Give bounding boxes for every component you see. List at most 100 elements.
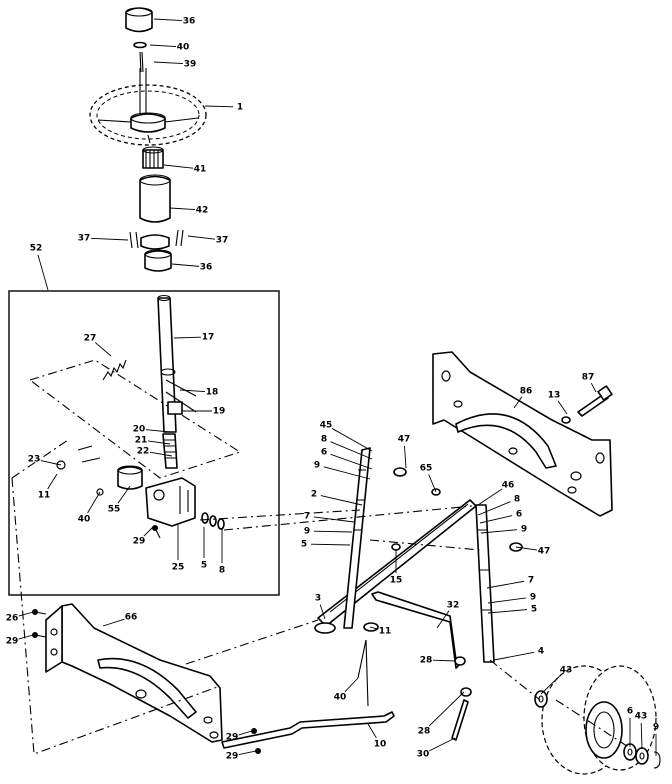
leader-40 [149, 44, 177, 48]
leader-lines [18, 18, 657, 756]
leader-32 [436, 610, 450, 629]
leader-9 [323, 466, 371, 480]
callout-30: 30 [417, 750, 430, 760]
callout-21: 21 [135, 436, 148, 446]
leader-1 [204, 105, 234, 108]
leader-42 [169, 207, 196, 211]
leader-11 [369, 626, 379, 630]
callout-2: 2 [311, 490, 317, 500]
steering-shaft-17 [157, 294, 178, 469]
leader-65 [428, 474, 437, 493]
leader-9 [480, 529, 518, 534]
callout-43: 43 [560, 666, 573, 676]
callout-6: 6 [321, 448, 327, 458]
tie-rod-10 [221, 711, 395, 749]
leader-45 [331, 428, 373, 452]
steering-wheel-1 [89, 68, 207, 146]
callout-42: 42 [196, 206, 209, 216]
leader-40 [87, 491, 101, 514]
callout-55: 55 [108, 505, 121, 515]
washers-5-8-box [201, 512, 225, 530]
plate-dashed-outline [28, 359, 242, 479]
callout-11: 11 [38, 491, 51, 501]
callout-47: 47 [538, 547, 551, 557]
callout-20: 20 [133, 425, 146, 435]
leader-11 [47, 473, 58, 490]
collar-36 [144, 249, 172, 272]
callout-40: 40 [78, 515, 91, 525]
leader-7 [486, 580, 525, 589]
callout-6: 6 [516, 510, 522, 520]
leader-2 [320, 495, 363, 506]
leader-5 [487, 609, 528, 614]
callout-22: 22 [137, 447, 150, 457]
leader-6 [330, 453, 373, 470]
leader-6 [479, 515, 513, 524]
spindle-right-4 [391, 488, 523, 663]
leader-47 [515, 546, 538, 551]
leader-55 [117, 485, 131, 504]
leader-40 [344, 677, 359, 693]
frame-bracket-66 [45, 603, 223, 743]
leader-23 [40, 460, 62, 466]
callout-37: 37 [78, 234, 91, 244]
wheel-tire [541, 665, 657, 775]
callout-3: 3 [315, 594, 321, 604]
spacer-13 [561, 416, 571, 424]
bushing-42 [139, 174, 171, 223]
leader-37 [187, 235, 216, 240]
leader-36 [171, 263, 200, 267]
leader-18 [179, 389, 206, 393]
callout-13: 13 [548, 391, 561, 401]
callout-39: 39 [184, 60, 197, 70]
leader-17 [173, 336, 202, 339]
callout-8: 8 [514, 495, 520, 505]
callout-23: 23 [28, 455, 41, 465]
leader-36 [153, 18, 183, 22]
callout-18: 18 [206, 388, 219, 398]
callout-28: 28 [418, 727, 431, 737]
callout-40: 40 [177, 43, 190, 53]
screws-29-26-left [32, 609, 261, 754]
bracket-25 [145, 477, 196, 527]
callout-26: 26 [6, 614, 19, 624]
leader-22 [149, 451, 173, 457]
callout-29: 29 [226, 733, 239, 743]
leader-9 [487, 597, 527, 604]
leader-47 [404, 445, 407, 469]
callout-37: 37 [216, 236, 229, 246]
callout-36: 36 [200, 263, 213, 273]
callout-86: 86 [520, 387, 533, 397]
leader-41 [163, 164, 194, 169]
leader-7 [313, 516, 355, 523]
callout-36: 36 [183, 17, 196, 27]
callout-9: 9 [653, 723, 659, 733]
leader-86 [513, 396, 523, 409]
callout-9: 9 [521, 525, 527, 535]
leader-29 [143, 526, 154, 537]
callout-5: 5 [531, 605, 537, 615]
callout-25: 25 [172, 563, 185, 573]
leader-13 [557, 400, 568, 415]
phantom-lines [11, 439, 631, 755]
callout-19: 19 [213, 407, 226, 417]
callout-8: 8 [219, 566, 225, 576]
leader-9 [313, 530, 353, 533]
roll-pin-39 [139, 51, 144, 73]
callout-9: 9 [530, 593, 536, 603]
callout-66: 66 [125, 613, 138, 623]
leader-26 [18, 611, 34, 617]
callout-1: 1 [237, 103, 243, 113]
ball-joints-28-30-40 [357, 622, 472, 741]
pivot-parts-23-11-40-55 [56, 445, 143, 496]
leader-29 [238, 730, 253, 736]
leader-29 [238, 750, 257, 756]
leader-30 [429, 737, 456, 752]
leader-27 [95, 342, 112, 357]
screw-29-box [152, 525, 161, 539]
callout-87: 87 [582, 373, 595, 383]
leader-28 [428, 691, 465, 727]
